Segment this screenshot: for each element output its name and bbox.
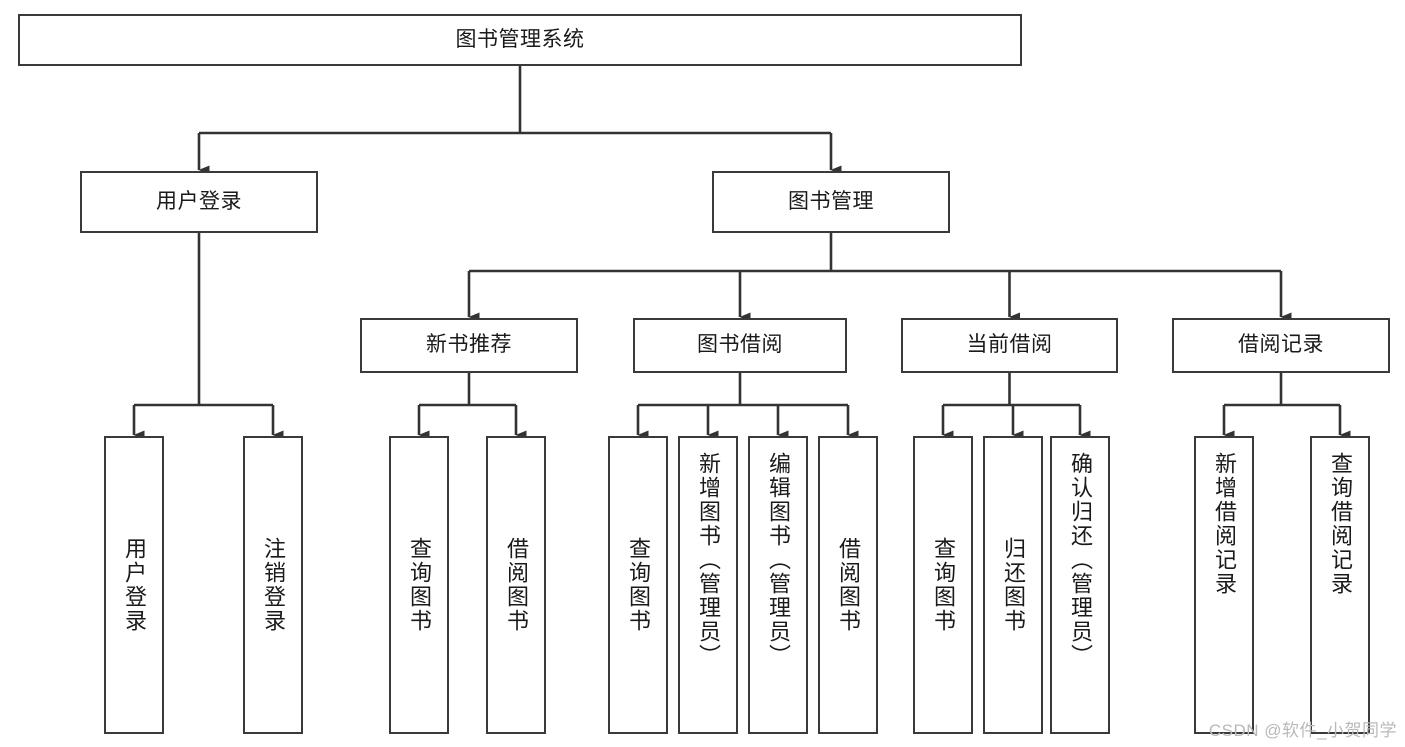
node-label: 查询图书 bbox=[407, 537, 432, 633]
node-leaf-6[interactable]: 新增图书（管理员） bbox=[678, 436, 738, 734]
node-leaf-10[interactable]: 归还图书 bbox=[983, 436, 1043, 734]
node-label: 借阅图书 bbox=[836, 537, 861, 633]
node-leaf-12[interactable]: 新增借阅记录 bbox=[1194, 436, 1254, 734]
node-leaf-11[interactable]: 确认归还（管理员） bbox=[1050, 436, 1110, 734]
node-label: 注销登录 bbox=[261, 537, 286, 633]
node-leaf-8[interactable]: 借阅图书 bbox=[818, 436, 878, 734]
watermark-label: CSDN @软件_小贺同学 bbox=[1208, 721, 1397, 740]
node-root[interactable]: 图书管理系统 bbox=[18, 14, 1022, 66]
node-label: 借阅记录 bbox=[1238, 333, 1324, 357]
node-leaf-4[interactable]: 借阅图书 bbox=[486, 436, 546, 734]
node-leaf-2[interactable]: 注销登录 bbox=[243, 436, 303, 734]
node-label: 新增借阅记录 bbox=[1212, 452, 1237, 596]
node-label: 归还图书 bbox=[1001, 537, 1026, 633]
node-label: 确认归还（管理员） bbox=[1068, 452, 1093, 668]
node-leaf-5[interactable]: 查询图书 bbox=[608, 436, 668, 734]
node-label: 图书管理系统 bbox=[455, 27, 585, 51]
node-label: 借阅图书 bbox=[504, 537, 529, 633]
node-records[interactable]: 借阅记录 bbox=[1172, 318, 1390, 373]
node-label: 当前借阅 bbox=[966, 333, 1053, 357]
node-leaf-13[interactable]: 查询借阅记录 bbox=[1310, 436, 1370, 734]
node-login[interactable]: 用户登录 bbox=[80, 171, 318, 233]
node-label: 新书推荐 bbox=[426, 333, 512, 357]
node-label: 编辑图书（管理员） bbox=[766, 452, 791, 668]
node-label: 图书借阅 bbox=[697, 333, 783, 357]
node-borrow[interactable]: 图书借阅 bbox=[633, 318, 847, 373]
node-label: 新增图书（管理员） bbox=[696, 452, 721, 668]
node-label: 用户登录 bbox=[122, 537, 147, 633]
node-label: 用户登录 bbox=[156, 189, 242, 213]
node-label: 查询借阅记录 bbox=[1328, 452, 1353, 596]
node-current[interactable]: 当前借阅 bbox=[901, 318, 1118, 373]
node-label: 查询图书 bbox=[626, 537, 651, 633]
node-label: 查询图书 bbox=[931, 537, 956, 633]
node-label: 图书管理 bbox=[788, 189, 874, 213]
node-leaf-7[interactable]: 编辑图书（管理员） bbox=[748, 436, 808, 734]
node-leaf-1[interactable]: 用户登录 bbox=[104, 436, 164, 734]
node-newrec[interactable]: 新书推荐 bbox=[360, 318, 578, 373]
node-leaf-3[interactable]: 查询图书 bbox=[389, 436, 449, 734]
node-bookmgmt[interactable]: 图书管理 bbox=[712, 171, 950, 233]
node-leaf-9[interactable]: 查询图书 bbox=[913, 436, 973, 734]
